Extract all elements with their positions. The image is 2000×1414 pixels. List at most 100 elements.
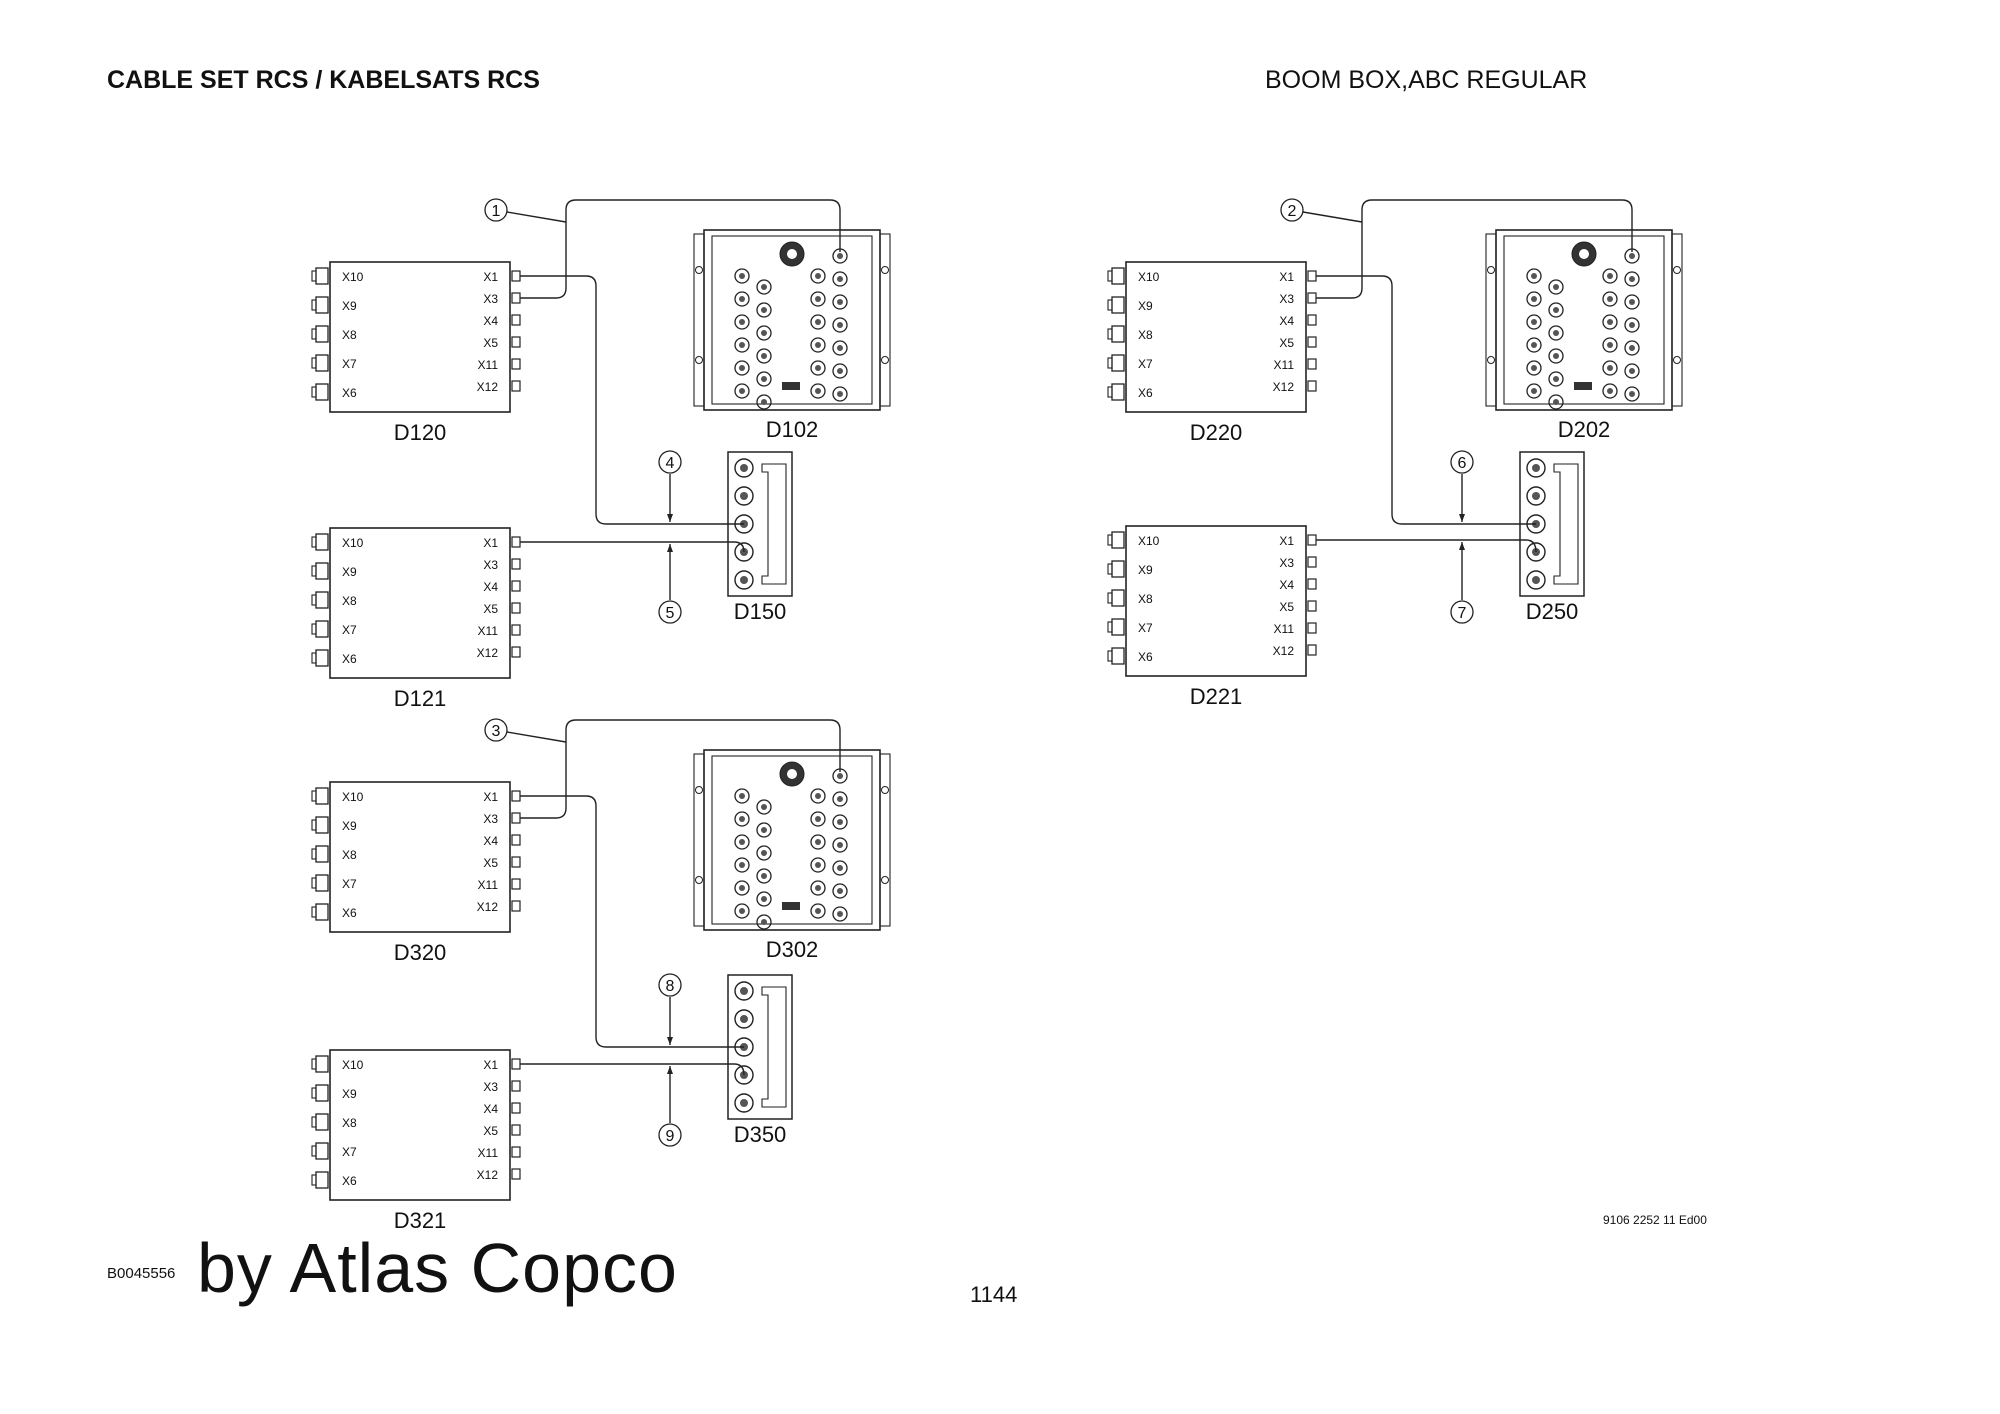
port-label: X12 bbox=[477, 1168, 499, 1182]
port-connector-icon bbox=[756, 394, 772, 410]
device-label: D120 bbox=[394, 420, 447, 445]
port-connector-icon bbox=[810, 383, 826, 399]
port-connector-icon bbox=[832, 906, 848, 922]
leader-line bbox=[1302, 211, 1363, 223]
document-number: 9106 2252 11 Ed00 bbox=[1603, 1213, 1707, 1227]
callout-number: 2 bbox=[1288, 203, 1297, 220]
callout-number: 8 bbox=[666, 978, 675, 995]
port-connector-icon bbox=[1526, 291, 1542, 307]
port-label: X3 bbox=[1279, 292, 1294, 306]
hub-connector-icon bbox=[734, 486, 754, 506]
mount-hole bbox=[1487, 266, 1495, 274]
hub-connector-icon bbox=[734, 542, 754, 562]
hub-connector-icon bbox=[734, 981, 754, 1001]
connector-pin bbox=[311, 1058, 317, 1070]
callout-1: 1 bbox=[484, 198, 508, 222]
callout-circle bbox=[658, 1123, 682, 1147]
port-label: X4 bbox=[483, 834, 498, 848]
port-connector-core bbox=[1531, 273, 1537, 279]
port-connector-core bbox=[837, 345, 843, 351]
port-connector-icon bbox=[734, 880, 750, 896]
connector-left bbox=[1111, 647, 1125, 665]
port-connector-core bbox=[761, 919, 767, 925]
main-cable bbox=[520, 199, 841, 299]
port-connector-core bbox=[1607, 388, 1613, 394]
main-module-d102: D102 bbox=[693, 229, 891, 442]
port-connector-core bbox=[761, 827, 767, 833]
connector-right bbox=[511, 558, 521, 570]
device-label: D121 bbox=[394, 686, 447, 711]
hub-connector-icon bbox=[734, 1009, 754, 1029]
page-title: CABLE SET RCS / KABELSATS RCS bbox=[107, 66, 540, 94]
port-label: X8 bbox=[1138, 328, 1153, 342]
connector-left bbox=[315, 787, 329, 805]
port-connector-icon bbox=[1548, 394, 1564, 410]
port-label: X5 bbox=[483, 602, 498, 616]
connector-right bbox=[511, 900, 521, 912]
port-connector-core bbox=[837, 773, 843, 779]
port-connector-core bbox=[739, 908, 745, 914]
connector-right bbox=[511, 270, 521, 282]
port-connector-icon bbox=[832, 860, 848, 876]
mount-hole bbox=[1673, 356, 1681, 364]
connector-left bbox=[315, 1113, 329, 1131]
mounting-flange bbox=[879, 753, 891, 927]
connector-left bbox=[315, 296, 329, 314]
port-connector-core bbox=[761, 850, 767, 856]
port-connector-core bbox=[837, 842, 843, 848]
main-module-d202: D202 bbox=[1485, 229, 1683, 442]
port-connector-core bbox=[1629, 345, 1635, 351]
port-connector-core bbox=[761, 399, 767, 405]
port-label: X12 bbox=[1273, 380, 1295, 394]
module-tag bbox=[782, 382, 800, 390]
callout-8: 8 bbox=[658, 973, 682, 997]
watermark: by Atlas Copco bbox=[197, 1229, 678, 1307]
port-label: X5 bbox=[1279, 336, 1294, 350]
port-connector-icon bbox=[734, 834, 750, 850]
mounting-flange bbox=[879, 233, 891, 407]
connector-right bbox=[511, 314, 521, 326]
port-connector-icon bbox=[1548, 302, 1564, 318]
port-connector-core bbox=[739, 296, 745, 302]
port-connector-icon bbox=[756, 348, 772, 364]
port-connector-icon bbox=[810, 360, 826, 376]
port-label: X9 bbox=[1138, 563, 1153, 577]
port-label: X11 bbox=[478, 878, 499, 892]
port-label: X10 bbox=[1138, 534, 1160, 548]
port-label: X8 bbox=[342, 328, 357, 342]
port-connector-core bbox=[1531, 296, 1537, 302]
port-label: X11 bbox=[1274, 622, 1295, 636]
port-connector-core bbox=[761, 330, 767, 336]
connector-left bbox=[1111, 267, 1125, 285]
connector-right bbox=[511, 580, 521, 592]
module-frame bbox=[1503, 235, 1665, 405]
port-label: X10 bbox=[342, 1058, 364, 1072]
hub-connector-core bbox=[1532, 576, 1540, 584]
hub-connector-icon bbox=[734, 458, 754, 478]
port-label: X6 bbox=[342, 386, 357, 400]
port-connector-icon bbox=[832, 363, 848, 379]
connector-right bbox=[1307, 622, 1317, 634]
io-module-body bbox=[329, 527, 511, 679]
connector-right bbox=[511, 292, 521, 304]
port-connector-icon bbox=[1602, 360, 1618, 376]
port-connector-icon bbox=[810, 337, 826, 353]
connector-left bbox=[315, 1055, 329, 1073]
port-connector-core bbox=[761, 896, 767, 902]
leader-line bbox=[506, 211, 567, 223]
port-connector-icon bbox=[810, 857, 826, 873]
hub-clip bbox=[1553, 463, 1579, 585]
io-module-body bbox=[1125, 525, 1307, 677]
device-label: D320 bbox=[394, 940, 447, 965]
port-connector-icon bbox=[756, 799, 772, 815]
port-connector-core bbox=[837, 276, 843, 282]
connector-left bbox=[315, 1142, 329, 1160]
connector-left bbox=[315, 903, 329, 921]
connector-right bbox=[1307, 270, 1317, 282]
port-connector-icon bbox=[1526, 383, 1542, 399]
hub-connector-core bbox=[740, 1099, 748, 1107]
port-label: X7 bbox=[342, 1145, 357, 1159]
connector-right bbox=[1307, 556, 1317, 568]
io-module-body bbox=[1125, 261, 1307, 413]
